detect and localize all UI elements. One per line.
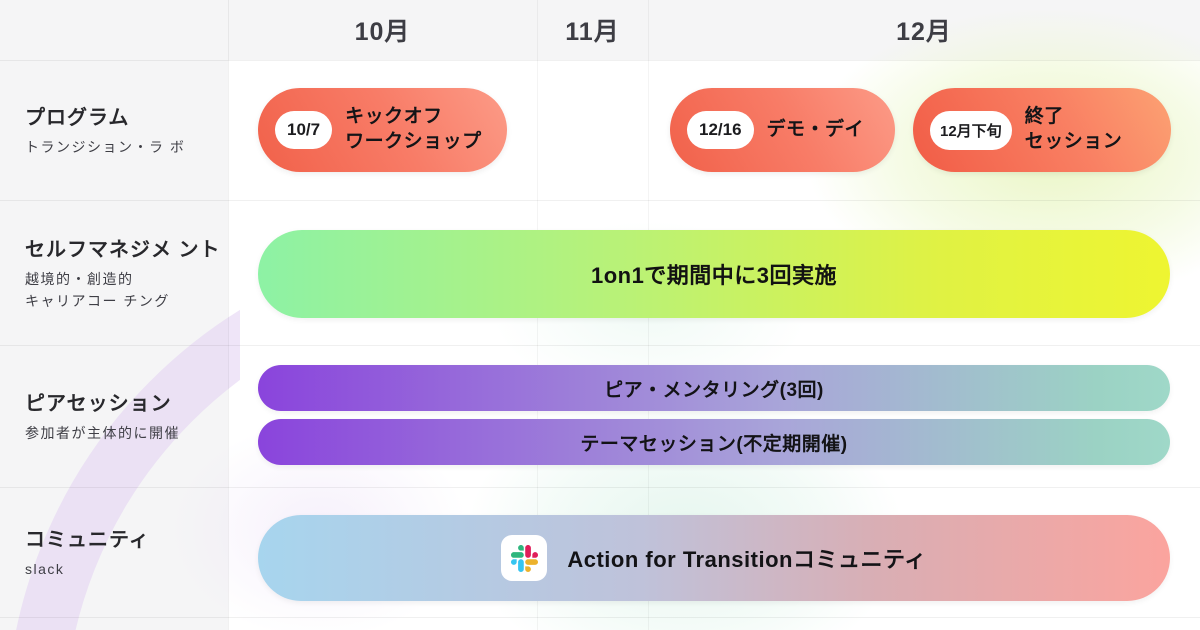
grid-line-row4-bottom: [0, 617, 1200, 618]
event-pill-demo-day: 12/16 デモ・デイ: [670, 88, 895, 172]
event-pill-kickoff: 10/7 キックオフ ワークショップ: [258, 88, 507, 172]
grid-line-vertical-labels: [228, 0, 229, 630]
event-date-badge: 12月下旬: [930, 110, 1012, 150]
row-title-program: プログラム: [25, 107, 130, 130]
grid-line-row2-bottom: [0, 345, 1200, 346]
grid-line-row1-bottom: [0, 200, 1200, 201]
row-label-peer-session: ピアセッション 参加者が主体的に開催: [0, 345, 228, 487]
event-pill-closing-session: 12月下旬 終了 セッション: [913, 88, 1171, 172]
bar-one-on-one: 1on1で期間中に3回実施: [258, 230, 1170, 318]
row-label-program: プログラム トランジション・ラ ボ: [0, 60, 228, 200]
bar-theme-session: テーマセッション(不定期開催): [258, 419, 1170, 465]
row-subtitle-peer-session: 参加者が主体的に開催: [25, 425, 180, 442]
row-label-community: コミュニティ slack: [0, 487, 228, 617]
event-date-badge: 12/16: [687, 111, 754, 149]
month-header-october: 10月: [354, 18, 411, 46]
row-subtitle-program: トランジション・ラ ボ: [25, 139, 186, 156]
event-date-badge: 10/7: [275, 111, 333, 149]
row-subtitle-community: slack: [25, 561, 65, 578]
row-subtitle-self-management: 越境的・創造的 キャリアコー チング: [25, 270, 170, 309]
month-header-december: 12月: [896, 18, 952, 46]
event-label: デモ・デイ: [766, 118, 865, 140]
row-title-community: コミュニティ: [25, 529, 150, 552]
grid-line-header-bottom: [0, 60, 1200, 61]
bar-peer-mentoring: ピア・メンタリング(3回): [258, 365, 1170, 411]
bar-community: Action for Transitionコミュニティ: [258, 515, 1170, 601]
row-title-peer-session: ピアセッション: [25, 393, 172, 416]
row-title-self-management: セルフマネジメ ント: [25, 238, 221, 261]
slack-icon: [501, 535, 548, 581]
event-label: 終了 セッション: [1024, 106, 1123, 152]
community-bar-label: Action for Transitionコミュニティ: [567, 547, 927, 572]
row-label-self-management: セルフマネジメ ント 越境的・創造的 キャリアコー チング: [0, 200, 228, 345]
event-label: キックオフ ワークショップ: [345, 106, 482, 152]
month-header-november: 11月: [565, 18, 620, 46]
